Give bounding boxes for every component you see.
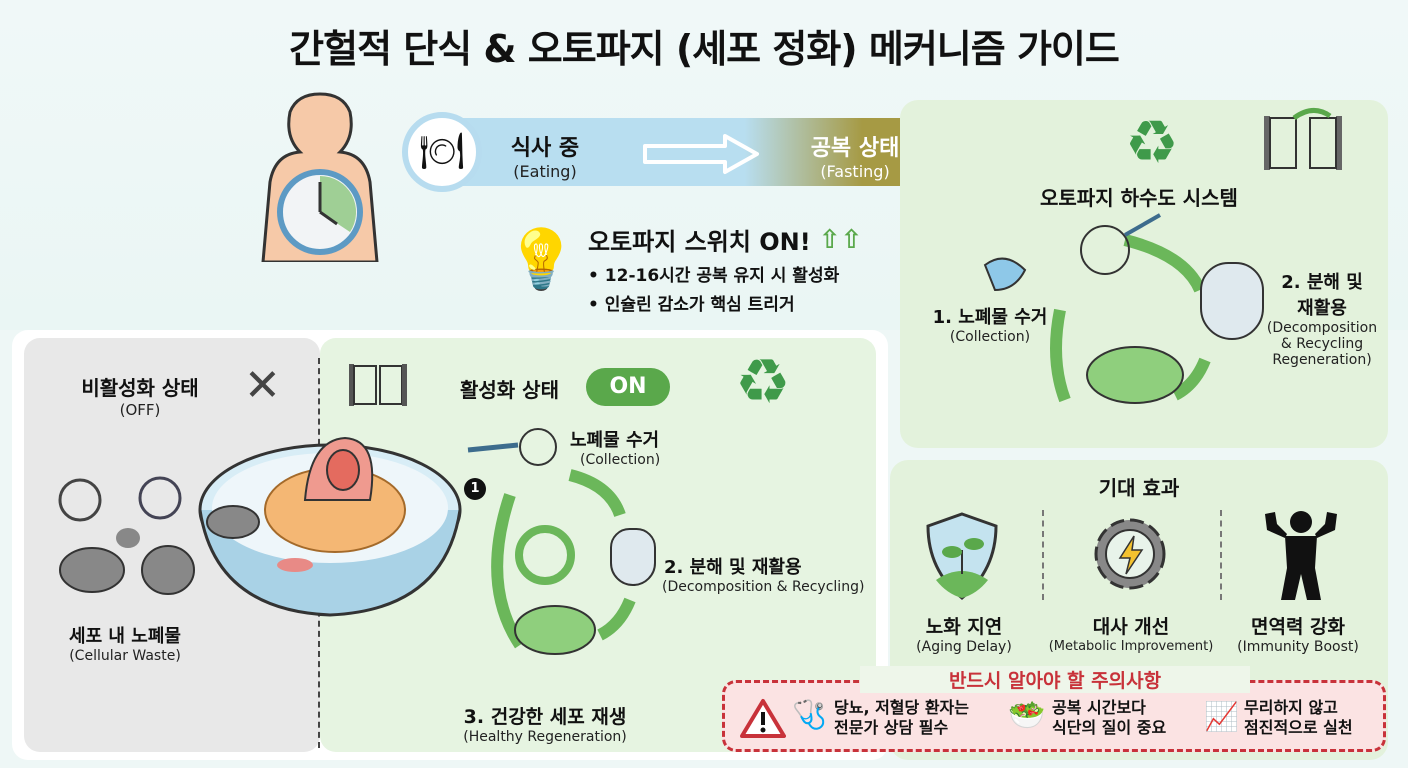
bag-icon (1200, 262, 1264, 340)
warning-icon (740, 698, 786, 742)
growth-chart-icon: 📈 (1204, 700, 1239, 733)
caution-3-l1: 무리하지 않고 (1244, 698, 1338, 717)
on-step3: 3. 건강한 세포 재생 (463, 706, 627, 728)
eating-label: 식사 중 (510, 136, 580, 161)
fasting-label: 공복 상태 (810, 136, 900, 161)
on-step1-en: (Collection) (580, 452, 661, 468)
sewer-step1-en: (Collection) (949, 329, 1031, 345)
eating-sub: (Eating) (513, 162, 577, 181)
page-title: 간헐적 단식 & 오토파지 (세포 정화) 메커니즘 가이드 (289, 27, 1120, 71)
step-number-badge: 1 (464, 478, 486, 500)
sewer-step2-l1: 2. 분해 및 (1281, 272, 1363, 293)
benefit-1-en: (Aging Delay) (916, 639, 1012, 655)
x-icon: ✕ (244, 360, 281, 411)
benefit-divider-1 (1042, 510, 1044, 600)
shield-sprout-icon (922, 510, 1002, 606)
sewer-cycle-illustration (955, 210, 1225, 434)
benefits-title: 기대 효과 (1098, 476, 1180, 500)
on-title: 활성화 상태 (460, 378, 559, 402)
benefit-1: 노화 지연 (925, 616, 1003, 638)
caution-1-l2: 전문가 상담 필수 (834, 718, 949, 737)
gear-lightning-icon (1084, 508, 1176, 604)
on-badge: ON (586, 368, 670, 406)
benefit-2-en: (Metabolic Improvement) (1048, 639, 1214, 654)
recycle-icon: ♻ (1125, 108, 1179, 178)
stethoscope-icon: 🩺 (792, 698, 827, 731)
benefit-3-en: (Immunity Boost) (1237, 639, 1359, 655)
off-sub: (OFF) (119, 401, 161, 419)
on-step3-en: (Healthy Regeneration) (463, 729, 627, 745)
switch-heading: 오토파지 스위치 ON! (588, 228, 811, 256)
arrow-right-icon (635, 132, 765, 180)
off-title: 비활성화 상태 (81, 376, 199, 400)
sewer-step2-en3: Regeneration) (1272, 352, 1372, 368)
sewer-step1: 1. 노폐물 수거 (932, 307, 1048, 328)
plate-icon: 🍽 (402, 112, 482, 192)
benefit-3: 면역력 강화 (1250, 616, 1345, 638)
strong-body-icon (1255, 508, 1347, 608)
fasting-sub: (Fasting) (820, 162, 890, 181)
caution-3-l2: 점진적으로 실천 (1244, 718, 1353, 737)
bag-icon-2 (610, 528, 656, 586)
sewer-title: 오토파지 하수도 시스템 (1040, 186, 1238, 210)
benefit-divider-2 (1220, 510, 1222, 600)
cell-illustration (195, 430, 465, 624)
body-clock-illustration (255, 92, 385, 264)
recycle-icon-2: ♻ (735, 345, 791, 418)
switch-bullet-1: • 12-16시간 공복 유지 시 활성화 (588, 266, 840, 286)
waste-label: 세포 내 노폐물 (69, 626, 181, 647)
arrow-up-icons: ⇧⇧ (818, 224, 863, 255)
caution-2-l2: 식단의 질이 중요 (1052, 718, 1167, 737)
gate-open-icon (1258, 106, 1368, 176)
caution-2-l1: 공복 시간보다 (1052, 698, 1146, 717)
cellular-waste-illustration (50, 470, 200, 604)
caution-1-l1: 당뇨, 저혈당 환자는 (834, 698, 969, 717)
salad-bowl-icon: 🥗 (1008, 698, 1046, 733)
on-cycle-illustration (460, 425, 660, 689)
on-step1: 노폐물 수거 (570, 430, 660, 451)
sewer-step2-en2: & Recycling (1280, 336, 1364, 352)
sewer-step2-en1: (Decomposition (1266, 320, 1378, 336)
gate-closed-icon (345, 358, 415, 412)
benefit-2: 대사 개선 (1092, 616, 1170, 638)
switch-bullet-2: • 인슐린 감소가 핵심 트리거 (588, 295, 795, 315)
on-step2: 2. 분해 및 재활용 (664, 557, 802, 578)
caution-title: 반드시 알아야 할 주의사항 (860, 666, 1250, 693)
lightbulb-icon: 💡 (505, 225, 578, 293)
on-step2-en: (Decomposition & Recycling) (662, 579, 865, 595)
sewer-step2-l2: 재활용 (1297, 298, 1347, 319)
waste-sub: (Cellular Waste) (69, 648, 181, 664)
